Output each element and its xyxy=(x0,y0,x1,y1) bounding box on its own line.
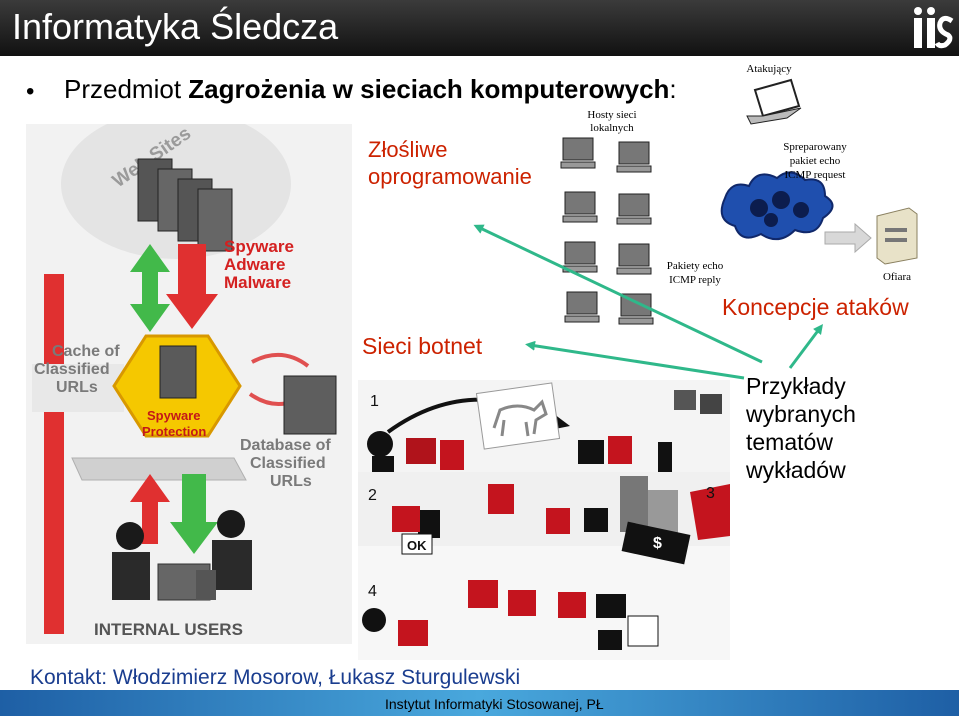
comic-step-2: 2 xyxy=(368,487,377,504)
cache-line3: URLs xyxy=(56,379,98,396)
web-filter-diagram: Web Sites Cache of Classified URLs Spywa… xyxy=(26,124,352,644)
malware-label-line1: Złośliwe xyxy=(368,137,448,162)
title-bar xyxy=(0,0,959,56)
protection-server xyxy=(159,345,197,399)
comic-panel-3: OK $ xyxy=(358,521,730,660)
cache-line2: Classified xyxy=(34,361,110,378)
slide-title: Informatyka Śledcza xyxy=(12,6,339,47)
examples-line1: Przykłady xyxy=(746,373,846,399)
comic-step-1: 1 xyxy=(370,393,379,410)
examples-line3: tematów xyxy=(746,429,833,455)
bullet: • xyxy=(26,78,35,105)
botnet-comic: OK $ 1 2 3 4 xyxy=(358,380,730,660)
crafted-line1: Spreparowany xyxy=(783,141,847,153)
malware-label-line2: oprogramowanie xyxy=(368,164,532,189)
internal-users-group xyxy=(112,510,252,601)
comic-step-3: 3 xyxy=(706,485,715,502)
comic-dollar: $ xyxy=(653,535,662,552)
subject-name: Zagrożenia w sieciach komputerowych xyxy=(188,74,670,104)
firewall-plane xyxy=(71,457,247,481)
attacker-laptop xyxy=(746,78,802,125)
threat-malware: Malware xyxy=(224,273,291,292)
comic-panel-1 xyxy=(367,382,722,478)
examples-line4: wykładów xyxy=(746,457,846,483)
cache-line1: Cache of xyxy=(52,343,120,360)
threat-adware: Adware xyxy=(224,255,285,274)
threat-spyware: Spyware xyxy=(224,237,294,256)
botnet-label: Sieci botnet xyxy=(362,333,483,359)
lower-red-arrow xyxy=(130,474,170,544)
victim-server xyxy=(876,207,918,265)
threat-labels: Spyware Adware Malware xyxy=(224,237,294,292)
victim-label: Ofiara xyxy=(883,271,911,283)
malware-label: Złośliwe oprogramowanie xyxy=(368,136,532,190)
crafted-line3: ICMP request xyxy=(784,169,845,181)
comic-step-4: 4 xyxy=(368,583,377,600)
cloud-nodes xyxy=(750,191,809,227)
crafted-packet-arrow xyxy=(824,222,872,254)
upper-green-arrow xyxy=(130,244,170,332)
database-line2: Classified xyxy=(250,455,326,472)
subject-line: Przedmiot Zagrożenia w sieciach komputer… xyxy=(64,74,677,105)
examples-line2: wybranych xyxy=(746,401,856,427)
replies-line1: Pakiety echo xyxy=(667,260,724,272)
upper-red-arrow xyxy=(166,244,218,329)
footer-bar xyxy=(0,690,959,716)
hosts-line2: lokalnych xyxy=(590,122,634,134)
attacker-label: Atakujący xyxy=(746,63,792,75)
icmp-attack-diagram: Atakujący Hosty sieci lokalnych Spreparo… xyxy=(560,63,918,325)
subject-suffix: : xyxy=(669,74,677,104)
internal-users-label: INTERNAL USERS xyxy=(94,620,243,639)
replies-line2: ICMP reply xyxy=(669,274,721,286)
institute-logo xyxy=(914,7,954,49)
host-computers xyxy=(560,137,654,325)
hosts-line1: Hosty sieci xyxy=(587,109,636,121)
database-line1: Database of xyxy=(240,437,331,454)
protection-line1: Spyware xyxy=(147,408,200,423)
database-server xyxy=(283,375,337,435)
lower-green-arrow xyxy=(170,474,218,554)
footer-contact: Kontakt: Włodzimierz Mosorow, Łukasz Stu… xyxy=(30,666,521,689)
web-servers xyxy=(137,158,233,252)
examples-label: Przykłady wybranych tematów wykładów xyxy=(746,372,856,484)
protection-line2: Protection xyxy=(142,424,206,439)
comic-ok: OK xyxy=(407,538,427,553)
arrow-to-botnet xyxy=(525,340,745,380)
subject-prefix: Przedmiot xyxy=(64,74,189,104)
database-line3: URLs xyxy=(270,473,312,490)
footer-institute: Instytut Informatyki Stosowanej, PŁ xyxy=(385,696,604,712)
red-bar xyxy=(44,274,64,634)
crafted-line2: pakiet echo xyxy=(790,155,841,167)
cache-box xyxy=(32,364,124,412)
sync-arrow-top xyxy=(251,353,310,368)
